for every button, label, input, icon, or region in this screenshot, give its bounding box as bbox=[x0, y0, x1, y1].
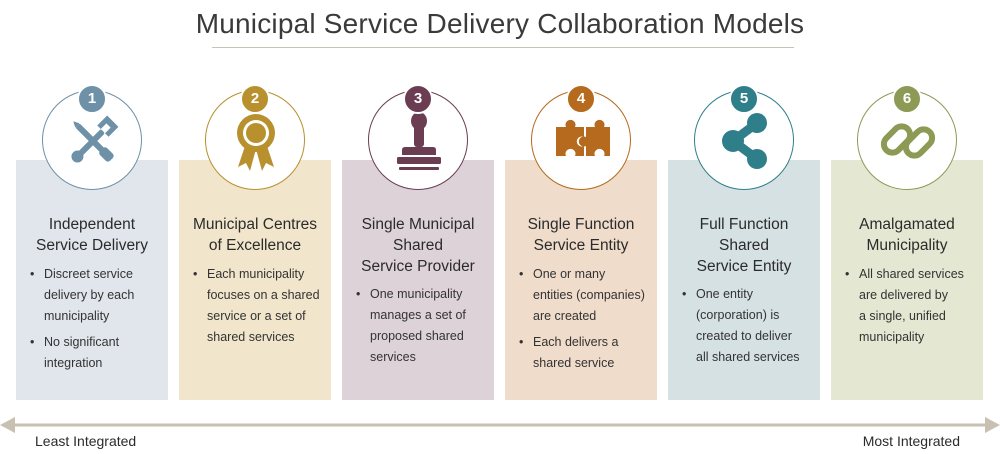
model-title-line: of Excellence bbox=[208, 237, 302, 254]
bullet-item: No significant integration bbox=[30, 332, 162, 374]
bullet-item: Each municipality focuses on a shared serv… bbox=[193, 264, 325, 348]
step-number-badge: 2 bbox=[240, 84, 270, 114]
bullet-line: focuses on a shared bbox=[207, 288, 320, 302]
model-title-line: Independent bbox=[48, 216, 136, 233]
model-bullets: One municipality manages a set of proposed… bbox=[356, 284, 488, 373]
model-icon-circle bbox=[531, 90, 631, 190]
bullet-line: delivery by each bbox=[44, 288, 135, 302]
step-number-badge: 6 bbox=[892, 84, 922, 114]
bullet-line: shared services bbox=[207, 330, 295, 344]
model-title-line: Single Municipal bbox=[361, 216, 475, 233]
model-title-line: Service Delivery bbox=[36, 237, 148, 254]
bullet-line: Discreet service bbox=[44, 267, 133, 281]
bullet-line: proposed shared bbox=[370, 329, 464, 343]
model-title-line: Service Provider bbox=[361, 258, 475, 275]
bullet-line: a single, unified bbox=[859, 309, 946, 323]
model-title-line: Shared bbox=[393, 237, 443, 254]
axis-right-arrow bbox=[985, 417, 1000, 433]
bullet-line: One municipality bbox=[370, 287, 463, 301]
bullet-line: shared service bbox=[533, 356, 615, 370]
model-panel-6: AmalgamatedMunicipalityAll shared servic… bbox=[831, 160, 983, 400]
bullet-line: municipality bbox=[44, 309, 110, 323]
bullet-line: created to deliver bbox=[696, 329, 792, 343]
bullet-item: Discreet service delivery by each municipa… bbox=[30, 264, 162, 327]
model-panel-2: Municipal Centres of ExcellenceEach munic… bbox=[179, 160, 331, 400]
bullet-line: integration bbox=[44, 356, 103, 370]
bullet-item: Each delivers a shared service bbox=[519, 332, 651, 374]
stamp-icon bbox=[397, 112, 441, 170]
step-number-badge: 4 bbox=[566, 84, 596, 114]
bullet-line: One entity bbox=[696, 287, 753, 301]
model-bullets: All shared services are delivered by a sin… bbox=[845, 264, 977, 353]
bullet-line: Each delivers a bbox=[533, 335, 619, 349]
model-title: Municipal Centres of Excellence bbox=[181, 214, 329, 256]
bullet-line: services bbox=[370, 350, 416, 364]
model-bullets: Each municipality focuses on a shared serv… bbox=[193, 264, 325, 353]
wrench-screwdriver-icon bbox=[71, 115, 119, 163]
model-bullets: One or many entities (companies) are creat… bbox=[519, 264, 651, 379]
most-integrated-label: Most Integrated bbox=[862, 433, 960, 449]
bullet-line: Each municipality bbox=[207, 267, 305, 281]
title-divider bbox=[212, 47, 794, 48]
model-bullets: One entity (corporation) is created to del… bbox=[682, 284, 814, 373]
bullet-line: are created bbox=[533, 309, 597, 323]
least-integrated-label: Least Integrated bbox=[35, 433, 137, 449]
bullet-line: service or a set of bbox=[207, 309, 306, 323]
bullet-line: municipality bbox=[859, 330, 925, 344]
puzzle-pieces-icon bbox=[556, 119, 610, 156]
bullet-line: entities (companies) bbox=[533, 288, 645, 302]
award-ribbon-icon bbox=[237, 114, 275, 171]
bullet-line: One or many bbox=[533, 267, 606, 281]
chain-link-icon bbox=[880, 123, 936, 159]
model-title-line: Municipality bbox=[866, 237, 948, 254]
bullet-line: all shared services bbox=[696, 350, 800, 364]
bullet-line: No significant bbox=[44, 335, 120, 349]
bullet-item: One municipality manages a set of proposed… bbox=[356, 284, 488, 368]
step-number-badge: 5 bbox=[729, 84, 759, 114]
model-title-line: Service Entity bbox=[533, 237, 629, 254]
step-number-badge: 1 bbox=[77, 84, 107, 114]
model-title-line: Service Entity bbox=[696, 258, 792, 275]
axis-left-arrow bbox=[0, 417, 15, 433]
model-title-line: Municipal Centres bbox=[192, 216, 318, 233]
bullet-line: manages a set of bbox=[370, 308, 466, 322]
bullet-item: One or many entities (companies) are creat… bbox=[519, 264, 651, 327]
model-title-line: Shared bbox=[719, 237, 769, 254]
bullet-line: (corporation) is bbox=[696, 308, 780, 322]
integration-axis bbox=[0, 417, 1000, 433]
model-title-line: Amalgamated bbox=[859, 216, 955, 233]
step-number-badge: 3 bbox=[403, 84, 433, 114]
bullet-line: are delivered by bbox=[859, 288, 948, 302]
bullet-item: All shared services are delivered by a sin… bbox=[845, 264, 977, 348]
page-title: Municipal Service Delivery Collaboration… bbox=[195, 8, 805, 39]
share-nodes-icon bbox=[722, 113, 767, 169]
bullet-line: All shared services bbox=[859, 267, 964, 281]
model-title-line: Full Function bbox=[699, 216, 789, 233]
bullet-item: One entity (corporation) is created to del… bbox=[682, 284, 814, 368]
model-title-line: Single Function bbox=[527, 216, 635, 233]
model-bullets: Discreet service delivery by each municipa… bbox=[30, 264, 162, 379]
